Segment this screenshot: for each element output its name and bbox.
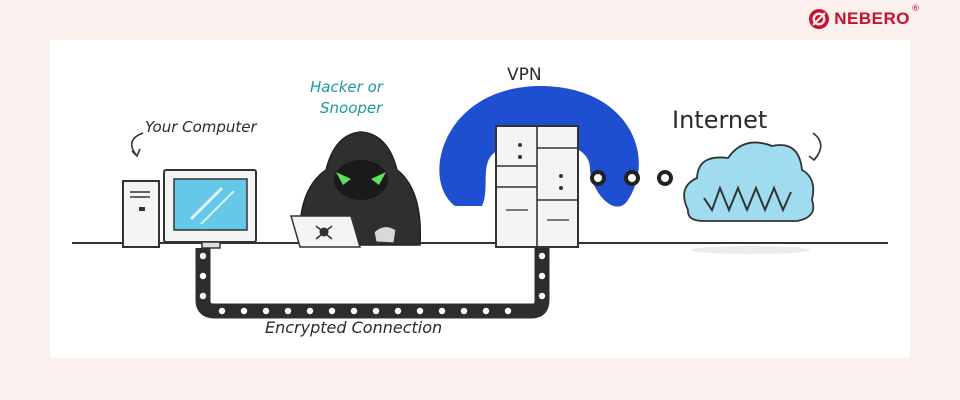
label-internet: Internet (672, 106, 767, 134)
belt-dot (482, 307, 490, 315)
belt-dot (538, 252, 546, 260)
vpn-server-icon (439, 85, 639, 248)
belt-dot (416, 307, 424, 315)
encrypted-belt (195, 248, 550, 319)
belt-dot (460, 307, 468, 315)
belt-dot (328, 307, 336, 315)
connector-dots (590, 170, 673, 186)
label-hacker-line2: Snooper (320, 99, 383, 117)
belt-dot (372, 307, 380, 315)
belt-dot (350, 307, 358, 315)
diagram-panel: Your Computer Hacker or Snooper (50, 40, 910, 358)
label-vpn: VPN (507, 65, 542, 85)
hacker-icon (290, 131, 422, 248)
vpn-diagram: Your Computer Hacker or Snooper (72, 65, 888, 337)
belt-dot (284, 307, 292, 315)
label-encrypted-connection: Encrypted Connection (265, 318, 442, 337)
brand-logo-icon (809, 9, 830, 29)
brand-name: NEBERO (834, 9, 910, 28)
belt-dot (218, 307, 226, 315)
computer-icon (122, 169, 257, 249)
belt-dot (538, 292, 546, 300)
cloud-www-text: WWW (735, 209, 765, 220)
label-hacker-line1: Hacker or (310, 78, 384, 96)
brand-registered-mark: ® (911, 4, 920, 14)
belt-dot (199, 292, 207, 300)
belt-dot (538, 272, 546, 280)
belt-dot (199, 272, 207, 280)
belt-dot (438, 307, 446, 315)
belt-dot (504, 307, 512, 315)
belt-dot (306, 307, 314, 315)
belt-dot (199, 252, 207, 260)
cloud-icon: WWW (683, 141, 815, 254)
belt-dot (262, 307, 270, 315)
belt-dot (240, 307, 248, 315)
brand: NEBERO ® (808, 4, 920, 30)
label-your-computer: Your Computer (145, 118, 258, 136)
belt-dot (394, 307, 402, 315)
